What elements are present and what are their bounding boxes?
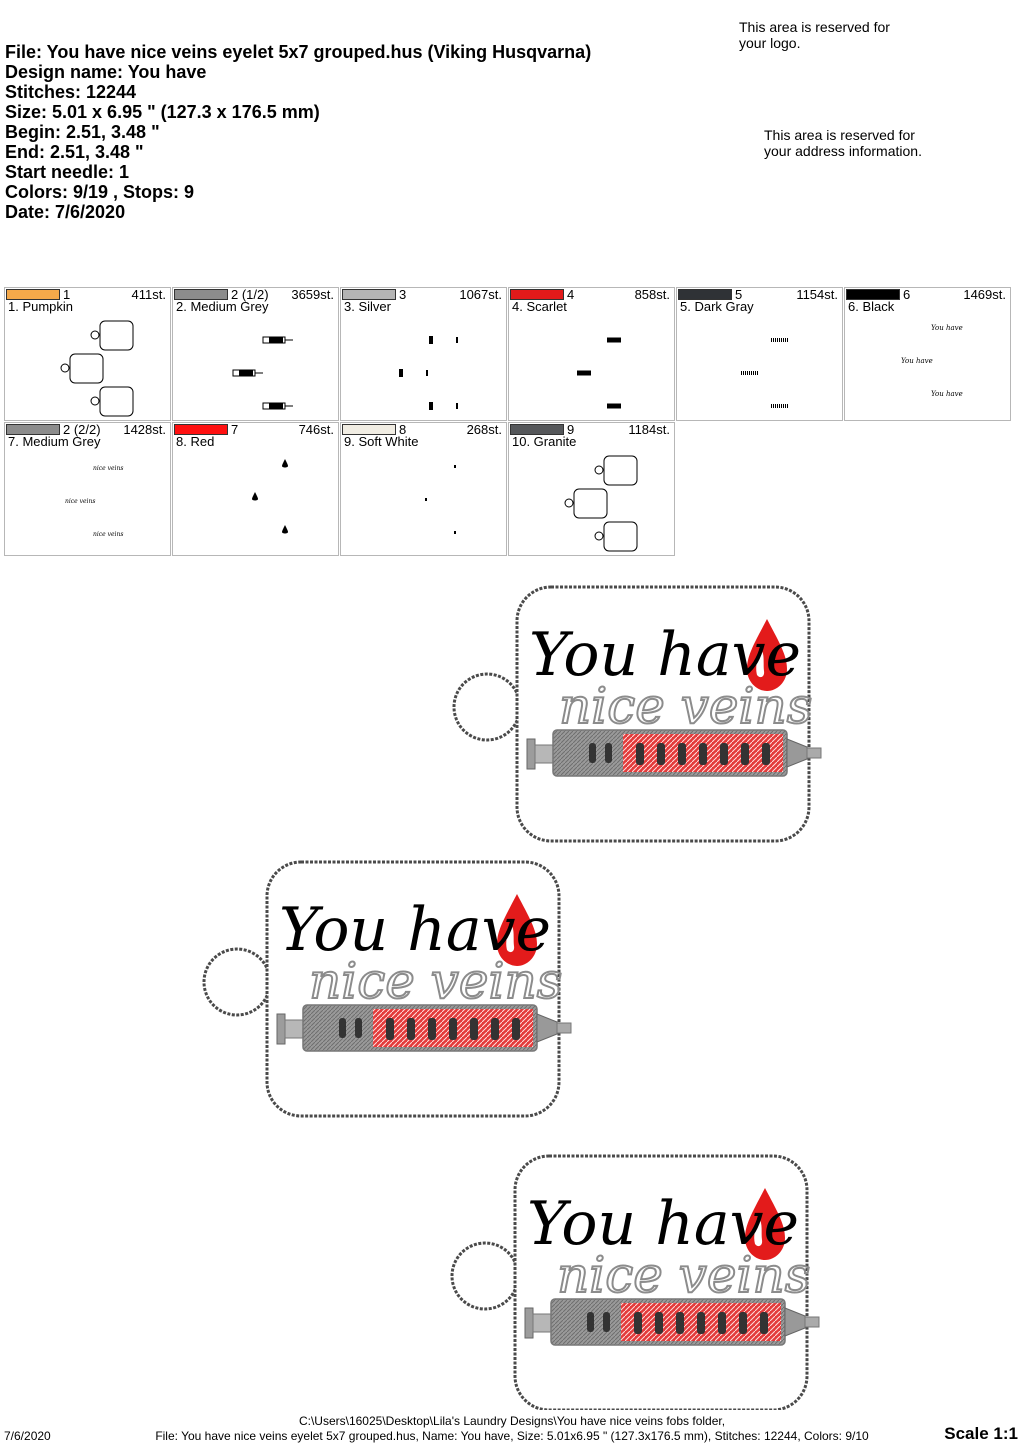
color-swatch-8: 7 746st. 8. Red bbox=[172, 422, 339, 556]
embroidery-preview: You have nice veins You have nice veins … bbox=[202, 585, 823, 1410]
swatch-color-name: 4. Scarlet bbox=[512, 299, 567, 314]
color-swatch-3: 3 1067st. 3. Silver bbox=[340, 287, 507, 421]
color-chip bbox=[510, 424, 564, 435]
swatch-stitch-count: 1428st. bbox=[123, 422, 166, 437]
swatch-stitch-count: 1469st. bbox=[963, 287, 1006, 302]
svg-text:nice veins: nice veins bbox=[65, 498, 95, 505]
key-fob-middle: You have nice veins bbox=[202, 860, 573, 1118]
swatch-color-name: 9. Soft White bbox=[344, 434, 419, 449]
color-chip bbox=[6, 424, 60, 435]
nice-veins-text-icon: nice veins nice veins nice veins bbox=[65, 465, 123, 538]
fob-top-line2: nice veins bbox=[559, 677, 812, 735]
swatch-stitch-count: 1067st. bbox=[459, 287, 502, 302]
swatch-needle-number: 3 bbox=[399, 287, 407, 302]
swatch-stitch-count: 746st. bbox=[298, 422, 334, 437]
footer-path: C:\Users\16025\Desktop\Lila's Laundry De… bbox=[298, 1414, 726, 1428]
design-name-line: Design name: You have bbox=[5, 62, 207, 82]
svg-text:You have: You have bbox=[931, 324, 963, 332]
color-chip bbox=[846, 289, 900, 300]
swatch-stitch-count: 411st. bbox=[131, 287, 166, 302]
color-chip bbox=[174, 289, 228, 300]
color-chip bbox=[6, 289, 60, 300]
key-fob-top: You have nice veins bbox=[452, 585, 823, 843]
end-line: End: 2.51, 3.48 " bbox=[5, 142, 144, 162]
swatch-stitch-count: 858st. bbox=[634, 287, 670, 302]
stitches-line: Stitches: 12244 bbox=[5, 82, 137, 102]
swatch-stitch-count: 1154st. bbox=[796, 287, 838, 302]
begin-line: Begin: 2.51, 3.48 " bbox=[5, 122, 160, 142]
blood-drop-icon bbox=[252, 459, 288, 534]
logo-reserved-note: This area is reserved for your logo. bbox=[739, 19, 890, 51]
fob-middle-line2: nice veins bbox=[309, 952, 562, 1010]
swatch-color-name: 10. Granite bbox=[512, 434, 577, 449]
color-swatch-9: 8 268st. 9. Soft White bbox=[340, 422, 507, 556]
date-line: Date: 7/6/2020 bbox=[5, 202, 126, 222]
syringe-body-icon bbox=[232, 336, 293, 410]
color-chip bbox=[510, 289, 564, 300]
drop-highlight-icon bbox=[425, 465, 456, 534]
swatch-needle-number: 2 (2/2) bbox=[63, 422, 101, 437]
color-chip bbox=[174, 424, 228, 435]
fob-outline-icon bbox=[60, 320, 134, 417]
swatch-stitch-count: 1184st. bbox=[628, 422, 670, 437]
fob-top-line1: You have bbox=[529, 620, 801, 690]
footer-date: 7/6/2020 bbox=[4, 1429, 51, 1443]
color-swatch-2: 2 (1/2) 3659st. 2. Medium Grey bbox=[172, 287, 339, 421]
syringe-fill-icon bbox=[577, 337, 621, 409]
color-swatch-5: 5 1154st. 5. Dark Gray bbox=[676, 287, 843, 421]
fob-bottom-line2: nice veins bbox=[557, 1246, 810, 1304]
swatch-color-name: 3. Silver bbox=[344, 299, 391, 314]
address-reserved-note: This area is reserved for your address i… bbox=[764, 127, 922, 159]
fob-outline-icon bbox=[564, 455, 638, 552]
color-chip bbox=[342, 424, 396, 435]
swatch-color-name: 5. Dark Gray bbox=[680, 299, 754, 314]
svg-text:nice veins: nice veins bbox=[93, 465, 123, 472]
color-swatch-4: 4 858st. 4. Scarlet bbox=[508, 287, 675, 421]
svg-text:You have: You have bbox=[931, 390, 963, 398]
fob-middle-line1: You have bbox=[279, 895, 551, 965]
svg-text:nice veins: nice veins bbox=[93, 531, 123, 538]
swatch-stitch-count: 268st. bbox=[466, 422, 502, 437]
color-swatch-1: 1 411st. 1. Pumpkin bbox=[4, 287, 171, 421]
swatch-needle-number: 5 bbox=[735, 287, 743, 302]
key-fob-bottom: You have nice veins bbox=[450, 1154, 821, 1410]
swatch-color-name: 1. Pumpkin bbox=[8, 299, 74, 314]
swatch-needle-number: 7 bbox=[231, 422, 239, 437]
fob-bottom-line1: You have bbox=[527, 1189, 799, 1259]
footer-file-info: File: You have nice veins eyelet 5x7 gro… bbox=[155, 1429, 869, 1443]
footer-scale: Scale 1:1 bbox=[944, 1424, 1018, 1443]
swatch-color-name: 8. Red bbox=[176, 434, 215, 449]
svg-text:You have: You have bbox=[901, 357, 933, 365]
swatch-color-name: 7. Medium Grey bbox=[8, 434, 101, 449]
swatch-needle-number: 9 bbox=[567, 422, 575, 437]
syringe-plunger-icon bbox=[399, 336, 458, 410]
design-info: File: You have nice veins eyelet 5x7 gro… bbox=[5, 42, 591, 222]
swatch-color-name: 6. Black bbox=[848, 299, 895, 314]
swatch-needle-number: 2 (1/2) bbox=[231, 287, 269, 302]
swatch-needle-number: 4 bbox=[567, 287, 575, 302]
swatch-needle-number: 8 bbox=[399, 422, 407, 437]
swatch-needle-number: 6 bbox=[903, 287, 911, 302]
start-needle-line: Start needle: 1 bbox=[5, 162, 130, 182]
swatch-color-name: 2. Medium Grey bbox=[176, 299, 269, 314]
color-chip bbox=[342, 289, 396, 300]
size-line: Size: 5.01 x 6.95 " (127.3 x 176.5 mm) bbox=[5, 102, 320, 122]
syringe-marks-icon bbox=[741, 338, 788, 408]
file-line: File: You have nice veins eyelet 5x7 gro… bbox=[5, 42, 592, 62]
swatch-needle-number: 1 bbox=[63, 287, 71, 302]
color-chip bbox=[678, 289, 732, 300]
colors-stops-line: Colors: 9/19 , Stops: 9 bbox=[5, 182, 195, 202]
color-swatch-10: 9 1184st. 10. Granite bbox=[508, 422, 675, 556]
color-swatch-grid: 1 411st. 1. Pumpkin 2 (1/2) 3659st. 2. Medium… bbox=[4, 287, 1014, 559]
swatch-stitch-count: 3659st. bbox=[291, 287, 334, 302]
